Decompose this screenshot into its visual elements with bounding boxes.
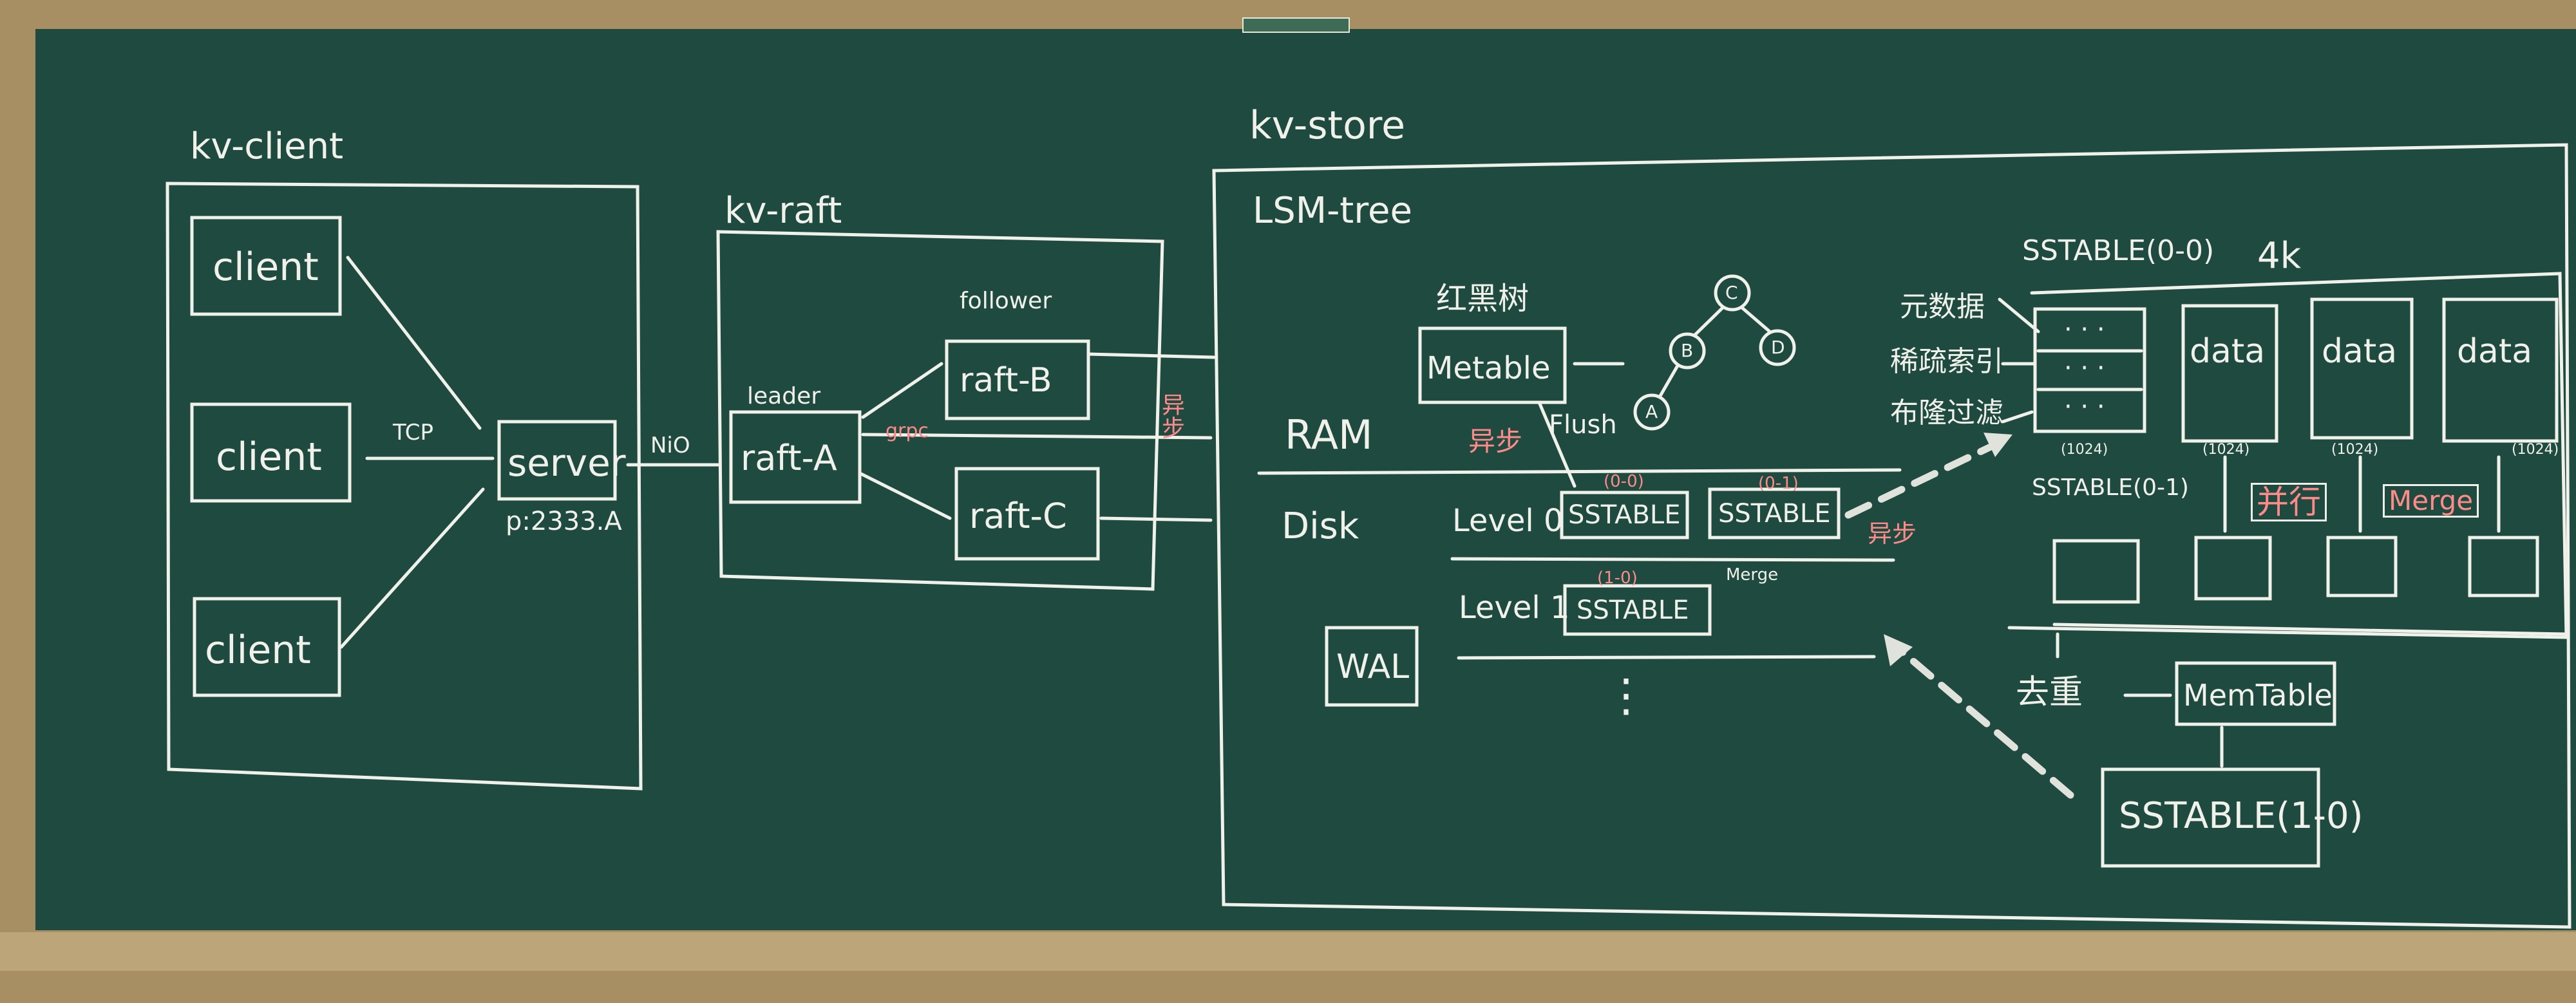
nio-label: NiO	[650, 433, 690, 458]
data-block-1	[2181, 304, 2278, 443]
merge-async-label: 异步	[1868, 520, 1917, 548]
kv-client-box	[166, 182, 643, 791]
metable-box	[1418, 326, 1567, 404]
merge-label: Merge	[2383, 484, 2479, 518]
sstable-1-0-label: SSTABLE	[1577, 595, 1689, 625]
tree-node-c	[1714, 274, 1751, 312]
client-box-2	[190, 402, 352, 503]
data-block-2	[2310, 297, 2414, 440]
raft-c-label: raft-C	[969, 496, 1067, 536]
memtable-label: MemTable	[2183, 678, 2333, 713]
parallel-label: 并行	[2251, 483, 2327, 521]
tree-node-c-label: C	[1725, 282, 1738, 303]
tag-0-0: (0-0)	[1604, 472, 1644, 491]
disk-label: Disk	[1282, 505, 1359, 547]
merge-block-3	[2326, 536, 2398, 597]
tag-1-0: (1-0)	[1597, 568, 1638, 588]
index-dots-1: · · ·	[2064, 315, 2105, 344]
sstable-0-1-label: SSTABLE	[1718, 499, 1831, 529]
continuation-dots: ⋮	[1604, 669, 1649, 722]
flush-label: Flush	[1549, 410, 1617, 440]
client-box-1	[190, 216, 342, 316]
merge-block-2	[2194, 536, 2272, 601]
data-block-1-label: data	[2190, 332, 2266, 371]
kv-store-box	[1212, 143, 2571, 929]
client-label-3: client	[205, 628, 311, 673]
tag-0-1: (0-1)	[1758, 474, 1799, 493]
metable-label: Metable	[1426, 350, 1551, 386]
client-box-3	[193, 597, 341, 697]
result-sstable-label: SSTABLE(1-0)	[2119, 795, 2363, 837]
merge-block-1	[2052, 539, 2140, 604]
rbtree-label: 红黑树	[1436, 281, 1530, 317]
wal-box	[1325, 626, 1419, 707]
sstable-1-0-box	[1563, 584, 1712, 636]
raft-b-box	[945, 339, 1090, 420]
index-dots-2: · · ·	[2064, 353, 2105, 383]
block-size-1: (1024)	[2061, 442, 2108, 458]
sstable-0-1-box	[1708, 487, 1841, 539]
tree-node-a-label: A	[1645, 401, 1658, 422]
chalk-tray	[0, 932, 2576, 971]
dedup-label: 去重	[2016, 673, 2083, 712]
merge-block-4	[2468, 536, 2539, 597]
server-box	[497, 420, 617, 501]
sstable-0-0-label: SSTABLE	[1568, 500, 1681, 530]
server-label: server	[507, 441, 626, 485]
raft-b-label: raft-B	[960, 361, 1052, 400]
sstable-detail-box	[2007, 272, 2568, 639]
tree-node-d-label: D	[1771, 337, 1785, 358]
dashed-arrow-upper	[1844, 437, 2007, 519]
kv-client-title: kv-client	[190, 126, 344, 167]
level0-label: Level 0	[1452, 503, 1564, 539]
metadata-label: 元数据	[1900, 290, 1985, 323]
ram-label: RAM	[1285, 411, 1373, 458]
memtable-box	[2175, 661, 2336, 726]
lsm-tree-label: LSM-tree	[1253, 190, 1412, 232]
tree-node-b	[1669, 332, 1706, 370]
grpc-label: grpc	[886, 420, 929, 442]
block-size-4: (1024)	[2512, 442, 2559, 458]
label-plate	[1242, 17, 1350, 33]
tree-node-a	[1633, 393, 1671, 431]
kv-store-title: kv-store	[1249, 103, 1406, 148]
level1-label: Level 1	[1459, 590, 1570, 626]
follower-label: follower	[960, 288, 1052, 314]
sstable-size: 4k	[2257, 235, 2302, 277]
sstable-0-0-box	[1560, 491, 1689, 539]
client-label-2: client	[216, 435, 322, 480]
raft-c-box	[954, 467, 1100, 561]
data-block-3	[2442, 297, 2559, 443]
merge-small-label: Merge	[1726, 565, 1779, 585]
dashed-arrow-lower	[1893, 643, 2074, 799]
flush-async-label: 异步	[1468, 426, 1523, 457]
index-dots-3: · · ·	[2064, 392, 2105, 422]
kv-raft-box	[716, 230, 1164, 591]
tree-node-d	[1759, 329, 1796, 366]
arrowhead-upper	[1984, 433, 2012, 457]
raft-a-box	[729, 410, 862, 504]
bloom-filter-label: 布隆过滤	[1890, 397, 2003, 429]
wal-label: WAL	[1336, 648, 1410, 686]
data-block-2-label: data	[2322, 332, 2398, 371]
tcp-label: TCP	[393, 420, 434, 445]
leader-label: leader	[747, 383, 821, 409]
sparse-index-label: 稀疏索引	[1890, 345, 2003, 378]
raft-async-label: 异步	[1158, 393, 1184, 439]
index-block-box	[2033, 307, 2146, 433]
block-size-2: (1024)	[2202, 442, 2250, 458]
raft-a-label: raft-A	[741, 438, 837, 478]
kv-raft-title: kv-raft	[724, 190, 842, 232]
tree-node-b-label: B	[1681, 340, 1694, 361]
sstable-detail-title: SSTABLE(0-0)	[2022, 234, 2215, 267]
block-size-3: (1024)	[2331, 442, 2379, 458]
data-block-3-label: data	[2457, 332, 2533, 371]
server-address: p:2333.A	[506, 507, 622, 536]
arrowhead-lower	[1884, 634, 1913, 666]
result-sstable-box	[2101, 767, 2320, 868]
client-label-1: client	[213, 245, 319, 290]
sstable-0-1-detail-label: SSTABLE(0-1)	[2032, 474, 2189, 501]
